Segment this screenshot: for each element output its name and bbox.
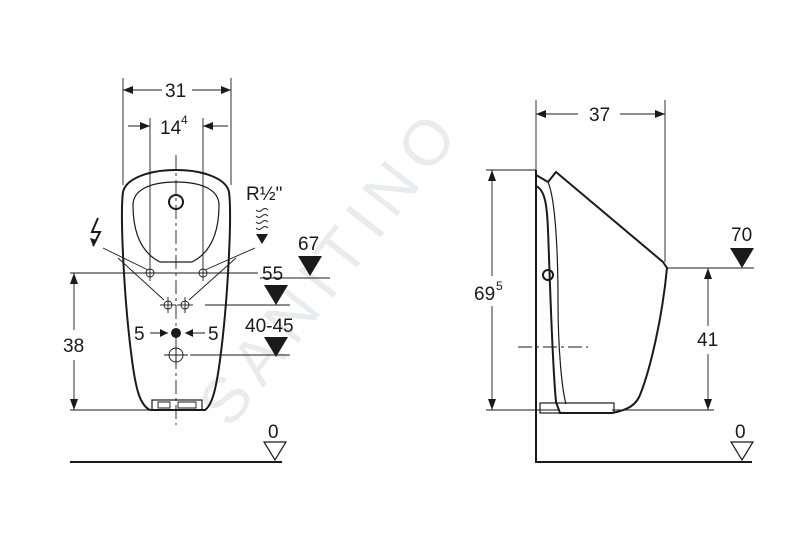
drain-base: [151, 399, 203, 411]
level-70-label: 70: [731, 225, 752, 246]
dim-69-superscript: 5: [496, 279, 503, 293]
offset-left-label: 5: [134, 324, 145, 345]
water-icon-arrow: [256, 234, 268, 244]
thread-label: R½": [246, 184, 282, 205]
side-view: 37 69 5 70 41 0: [474, 100, 755, 463]
dim-38-label: 38: [63, 336, 84, 357]
dim-69-label: 69: [474, 284, 495, 305]
front-view: 31 14 4 R½": [63, 78, 330, 463]
dim-41-label: 41: [697, 330, 718, 351]
drain-centre-dot: [171, 328, 181, 338]
offset-arrows: [160, 329, 193, 337]
drain-detail: [157, 401, 197, 409]
leader-left-low: [117, 257, 165, 301]
dim-14-label: 14: [160, 118, 182, 139]
level-55-marker: [264, 285, 288, 305]
side-drain: [539, 402, 615, 414]
level-67-marker: [298, 256, 322, 276]
electric-icon-arrow: [90, 238, 97, 246]
offset-right-label: 5: [208, 324, 219, 345]
side-inlet: [542, 269, 554, 281]
front-floor-label: 0: [268, 422, 279, 443]
leader-electric: [102, 247, 149, 271]
front-floor-marker: [262, 441, 288, 462]
dim-31-label: 31: [165, 81, 186, 102]
level-55-label: 55: [262, 264, 283, 285]
leader-water: [204, 247, 256, 271]
urinal-inner-side: [547, 181, 567, 405]
leader-right-low: [188, 257, 237, 301]
level-70-marker: [730, 248, 754, 268]
side-floor-marker: [729, 441, 755, 462]
level-40-45-label: 40-45: [245, 316, 294, 337]
level-67-label: 67: [298, 234, 319, 255]
side-floor-label: 0: [735, 422, 746, 443]
connection-crosses: [142, 265, 211, 367]
urinal-body-side: [535, 170, 669, 414]
level-40-45-marker: [264, 337, 288, 357]
dim-14-superscript: 4: [181, 113, 188, 127]
electric-icon: [90, 217, 102, 247]
water-icon: [255, 208, 269, 230]
dim-37-label: 37: [589, 105, 610, 126]
